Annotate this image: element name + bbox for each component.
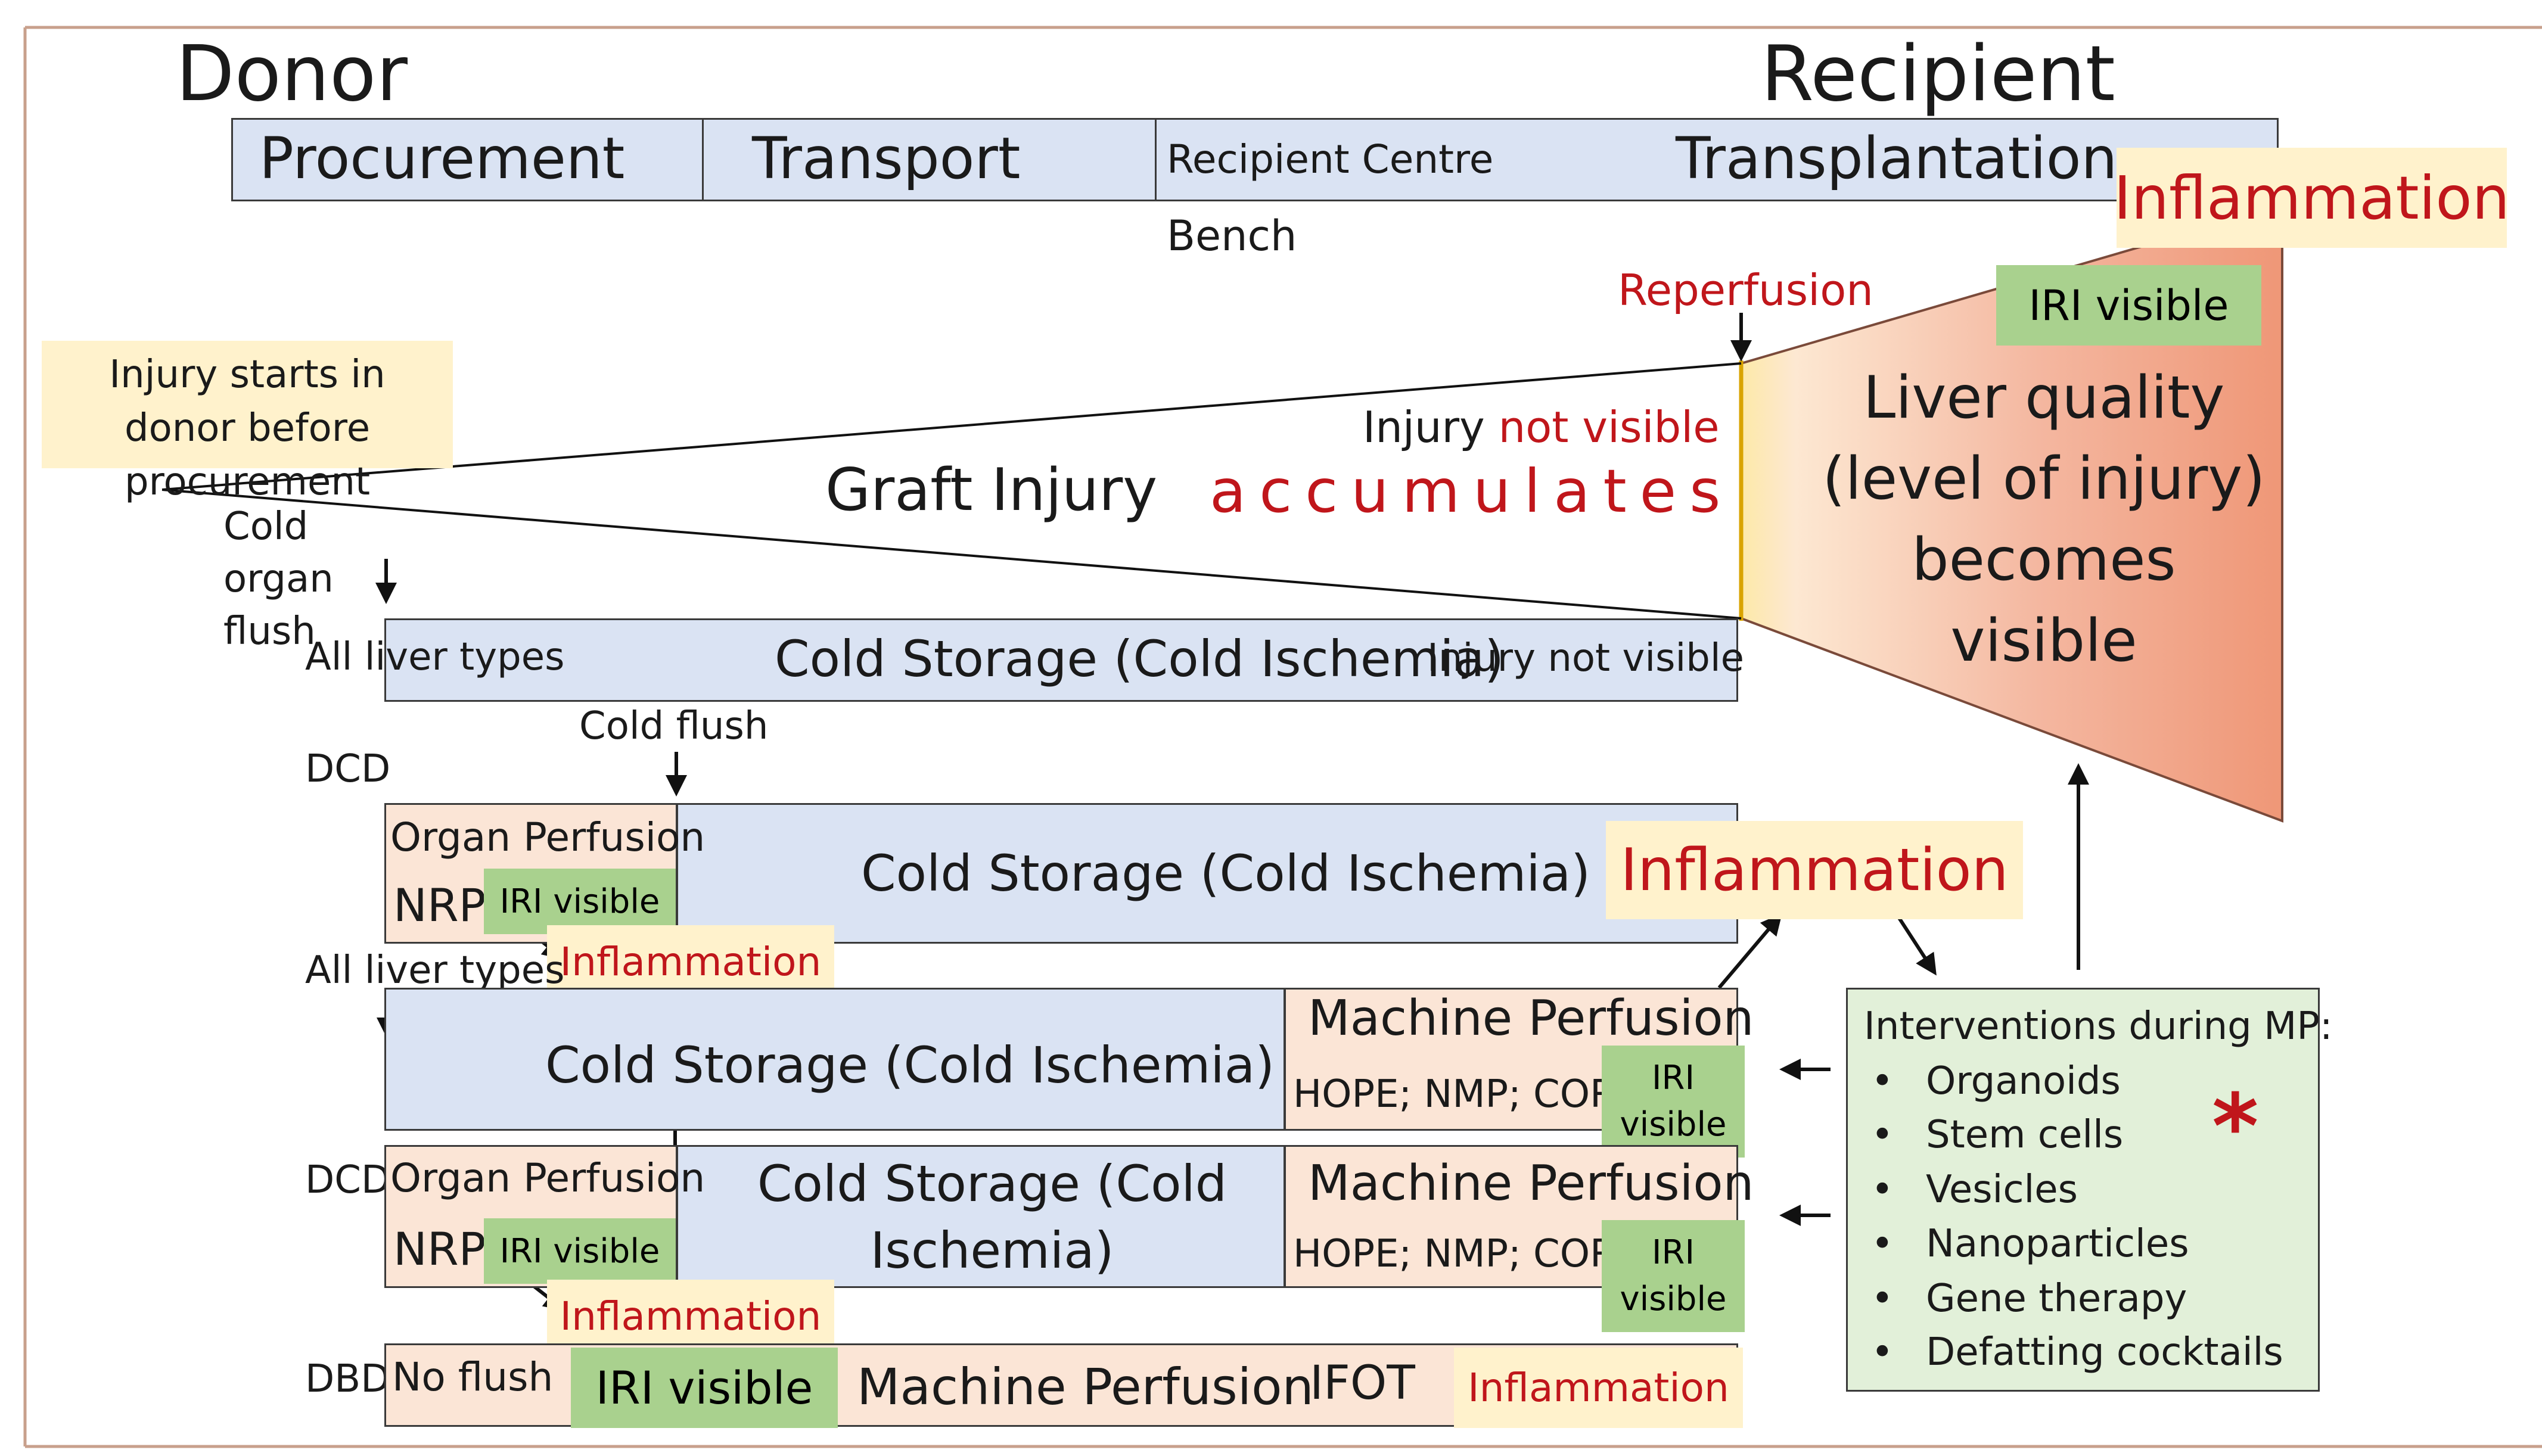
inflammation-mid-label: Inflammation (1620, 836, 2009, 904)
injury-not-visible-wedge: Injury not visible (1363, 402, 1720, 452)
row2-iri-box: IRI visible (484, 869, 676, 934)
graft-injury-label: Graft Injury (825, 456, 1158, 524)
row5-ifot-label: IFOT (1310, 1357, 1415, 1410)
row2-organ-perfusion-label: Organ Perfusion (390, 814, 706, 860)
donor-title: Donor (176, 30, 408, 119)
reperfusion-label: Reperfusion (1618, 265, 1873, 315)
row3-iri-label: IRI visible (1620, 1059, 1727, 1144)
timeline-divider-1 (702, 118, 704, 201)
row5-inflammation-label: Inflammation (1468, 1365, 1729, 1411)
row4-iri-mp-label: IRI visible (1620, 1233, 1727, 1318)
transport-label: Transport (752, 125, 1021, 192)
not-visible-text: not visible (1498, 402, 1720, 452)
interventions-asterisk: * (2212, 1075, 2259, 1179)
inflammation-mid-box: Inflammation (1606, 821, 2023, 919)
row2-inflammation-box: Inflammation (547, 925, 834, 998)
row2-label: DCD (305, 747, 391, 791)
mp-to-inflammation-arrow (1717, 913, 1782, 989)
row4-cold-storage-label: Cold Storage (Cold Ischemia) (757, 1154, 1228, 1280)
row2-inflammation-label: Inflammation (560, 938, 822, 985)
row4-machine-perfusion-label: Machine Perfusion (1308, 1155, 1754, 1212)
row1-cold-storage-bar (384, 618, 1738, 702)
inflammation-top-label: Inflammation (2114, 163, 2510, 233)
row5-machine-perfusion-label: Machine Perfusion (857, 1358, 1314, 1416)
bullet-3: • (1871, 1168, 1894, 1212)
intervention-item-2: Stem cells (1926, 1113, 2124, 1157)
cold-organ-flush-label: Cold organ flush (223, 505, 334, 654)
recipient-title: Recipient (1761, 30, 2115, 119)
row5-iri-label: IRI visible (595, 1361, 813, 1414)
intervention-item-5: Gene therapy (1926, 1277, 2187, 1321)
row1-label: All liver types (305, 635, 565, 679)
intervention-item-4: Nanoparticles (1926, 1222, 2189, 1266)
bullet-2: • (1871, 1113, 1894, 1157)
row3-cold-storage-label: Cold Storage (Cold Ischemia) (545, 1036, 1275, 1094)
row3-machine-perfusion-label: Machine Perfusion (1308, 990, 1754, 1047)
intervention-item-3: Vesicles (1926, 1168, 2078, 1212)
row4-nrp-label: NRP (393, 1222, 486, 1275)
row2-nrp-label: NRP (393, 879, 486, 932)
row5-iri-box: IRI visible (571, 1348, 838, 1428)
interventions-title: Interventions during MP: (1864, 1004, 2333, 1049)
bullet-6: • (1871, 1330, 1894, 1374)
row4-iri-box: IRI visible (484, 1218, 676, 1284)
row3-modes-label: HOPE; NMP; COR (1293, 1072, 1617, 1116)
row5-label: DBD (305, 1357, 390, 1401)
row4-cold-storage-box (676, 1145, 1285, 1288)
accumulates-label: accumulates (1210, 456, 1734, 526)
intervention-item-6: Defatting cocktails (1926, 1330, 2283, 1374)
row4-iri-label: IRI visible (499, 1231, 660, 1271)
bullet-4: • (1871, 1222, 1894, 1266)
inflammation-to-interventions-arrow (1893, 910, 1937, 976)
row3-cold-storage-box (384, 988, 1285, 1131)
transplantation-label: Transplantation (1676, 125, 2118, 192)
row3-iri-box: IRI visible (1602, 1046, 1745, 1158)
bullet-5: • (1871, 1277, 1894, 1321)
row4-organ-perfusion-label: Organ Perfusion (390, 1155, 706, 1201)
inflammation-top-box: Inflammation (2114, 148, 2510, 248)
injury-starts-box: Injury starts in donor before procuremen… (42, 341, 453, 504)
interventions-panel (1846, 988, 2320, 1392)
iri-visible-top-box: IRI visible (1996, 265, 2261, 346)
row2-iri-label: IRI visible (499, 882, 660, 921)
row4-inflammation-box: Inflammation (547, 1280, 834, 1352)
cold-flush-label: Cold flush (579, 704, 769, 748)
row3-label: All liver types (305, 948, 565, 993)
wedge-bottom-line (161, 489, 1742, 620)
procurement-label: Procurement (259, 125, 625, 192)
row2-cold-storage-label: Cold Storage (Cold Ischemia) (861, 844, 1590, 903)
bullet-1: • (1871, 1059, 1894, 1103)
bench-label: Bench (1167, 211, 1297, 260)
row1-cold-storage-label: Cold Storage (Cold Ischemia) (775, 630, 1504, 688)
row2-cold-storage-box (676, 803, 1738, 944)
row4-iri-mp-box: IRI visible (1602, 1220, 1745, 1332)
row4-label: DCD (305, 1158, 391, 1202)
timeline-bar (231, 118, 2279, 201)
row4-inflammation-label: Inflammation (560, 1293, 822, 1339)
row5-inflammation-box: Inflammation (1454, 1348, 1743, 1428)
wedge-top-line (161, 362, 1742, 491)
row5-no-flush-label: No flush (392, 1354, 554, 1400)
iri-visible-top-label: IRI visible (2028, 281, 2229, 330)
liver-quality-text: Liver quality (level of injury) becomes … (1822, 364, 2266, 675)
row1-injury-not-visible: Injury not visible (1427, 636, 1745, 680)
intervention-item-1: Organoids (1926, 1059, 2121, 1103)
injury-prefix: Injury (1363, 402, 1499, 452)
recipient-centre-label: Recipient Centre (1167, 136, 1494, 182)
row4-modes-label: HOPE; NMP; COR (1293, 1232, 1617, 1276)
timeline-divider-2 (1155, 118, 1157, 201)
